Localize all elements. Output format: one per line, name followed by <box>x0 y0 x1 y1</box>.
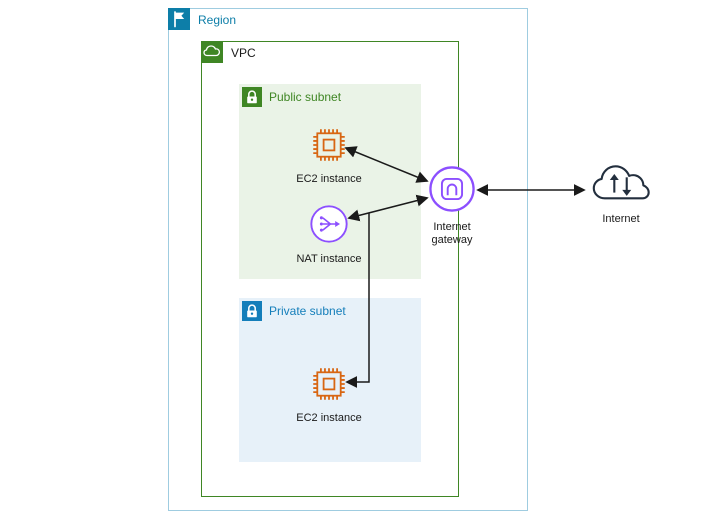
private-subnet-label: Private subnet <box>269 304 346 318</box>
internet-gateway-label: Internet gateway <box>431 221 473 246</box>
nat-instance-label: NAT instance <box>296 253 362 265</box>
public-subnet-container: Public subnet EC2 instance <box>239 84 421 279</box>
region-container: Region VPC Public subnet <box>168 8 528 511</box>
node-ec2-public: EC2 instance <box>284 127 374 186</box>
nat-instance-icon <box>310 205 348 248</box>
ec2-public-label: EC2 instance <box>296 173 362 185</box>
region-flag-icon <box>168 8 190 30</box>
ec2-private-label: EC2 instance <box>296 412 362 424</box>
region-label: Region <box>198 13 237 27</box>
internet-gateway-icon <box>429 166 475 217</box>
node-nat-instance: NAT instance <box>284 205 374 266</box>
node-internet: Internet <box>576 163 666 226</box>
vpc-container: VPC Public subnet <box>201 41 459 497</box>
vpc-icon <box>201 41 223 63</box>
ec2-instance-icon <box>311 127 347 168</box>
internet-label: Internet <box>602 213 640 225</box>
ec2-instance-icon <box>311 366 347 407</box>
node-internet-gateway: Internet gateway <box>407 166 497 247</box>
private-subnet-container: Private subnet EC2 instance <box>239 298 421 462</box>
internet-cloud-icon <box>589 163 653 210</box>
private-subnet-lock-icon <box>242 301 262 321</box>
node-ec2-private: EC2 instance <box>284 366 374 425</box>
vpc-label: VPC <box>231 46 256 60</box>
public-subnet-lock-icon <box>242 87 262 107</box>
public-subnet-label: Public subnet <box>269 90 342 104</box>
